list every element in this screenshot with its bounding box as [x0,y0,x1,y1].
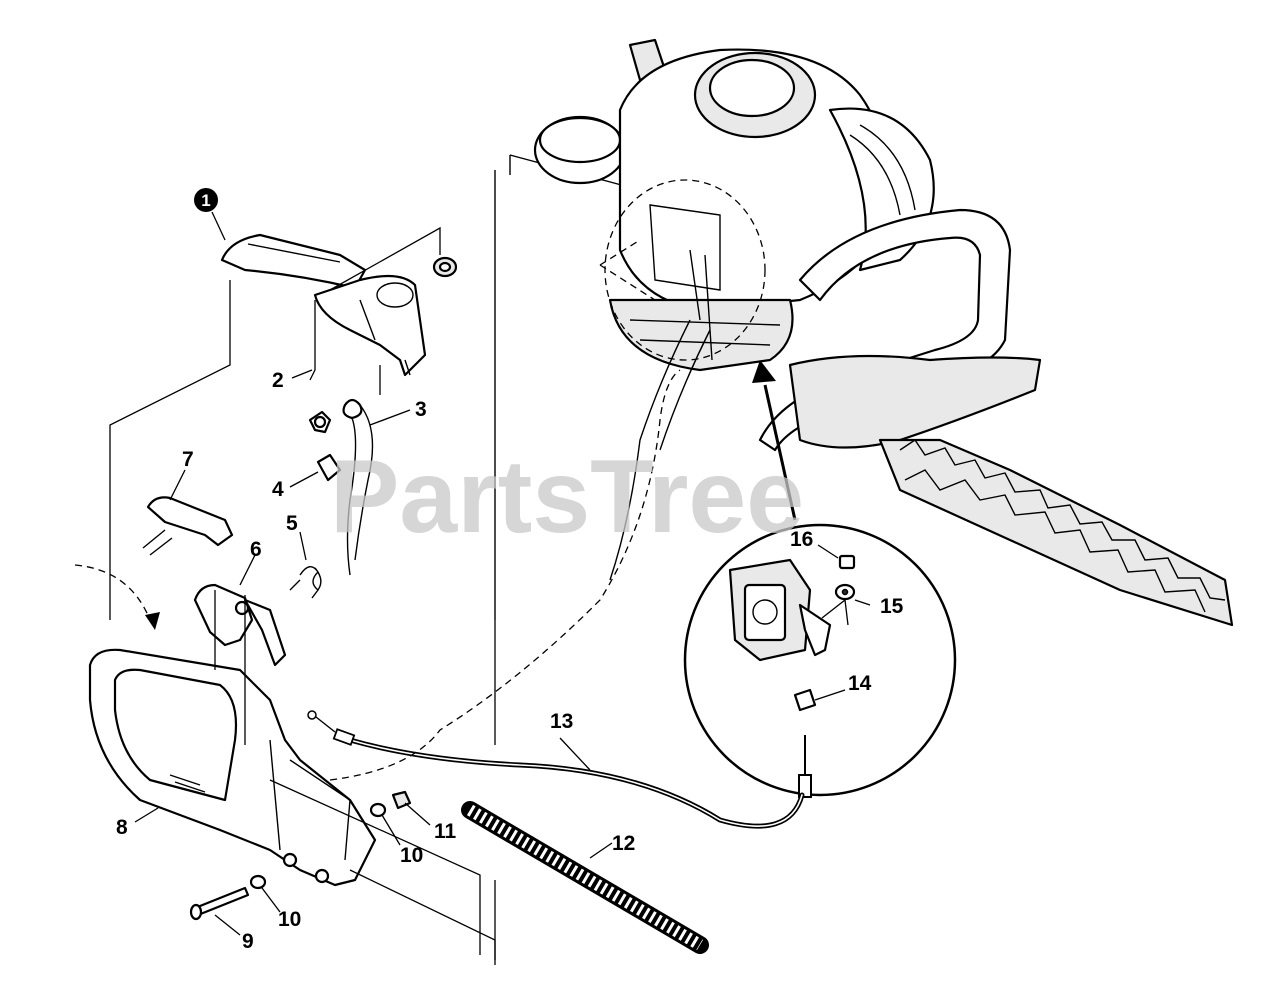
carburetor-detail-inset [683,523,957,798]
part-12-tube [461,801,709,954]
part-2-side-cover [313,274,427,377]
callout-15: 15 [880,595,904,618]
callout-7: 7 [182,448,194,471]
callout-8: 8 [116,816,128,839]
callout-10-upper: 10 [400,844,423,867]
callout-2: 2 [272,369,284,392]
callout-leaders [134,211,839,936]
callout-11: 11 [434,820,457,843]
callout-14: 14 [848,672,872,695]
handle-and-blade [758,208,1234,627]
part-1-cover [220,233,367,290]
part-9-screw [189,886,250,921]
part-3-switch [308,398,374,576]
washer-top [432,256,458,278]
part-7-lockout-lever [142,496,234,556]
callout-16: 16 [790,528,813,551]
callout-1: 1 [201,191,210,210]
callout-13: 13 [550,710,573,733]
part-5-spring [289,566,322,599]
part-4-connector [316,453,342,482]
callout-12: 12 [612,832,635,855]
callout-6: 6 [250,538,262,561]
callout-5: 5 [286,512,298,535]
callout-3: 3 [415,398,427,421]
part-13-cable [307,319,805,829]
callout-4: 4 [272,478,284,501]
part-8-handle-housing [74,564,377,887]
part-10-washers [249,802,387,890]
callout-badge-1 [194,188,218,212]
callout-labels: 1 2 3 4 5 6 7 8 9 10 10 11 12 13 14 15 1… [116,188,904,953]
part-6-trigger [193,583,287,667]
engine-assembly [494,38,935,620]
watermark-text: PartsTree [330,439,804,555]
callout-10-lower: 10 [278,908,301,931]
detail-arrow [752,360,797,521]
callout-9: 9 [242,930,254,953]
